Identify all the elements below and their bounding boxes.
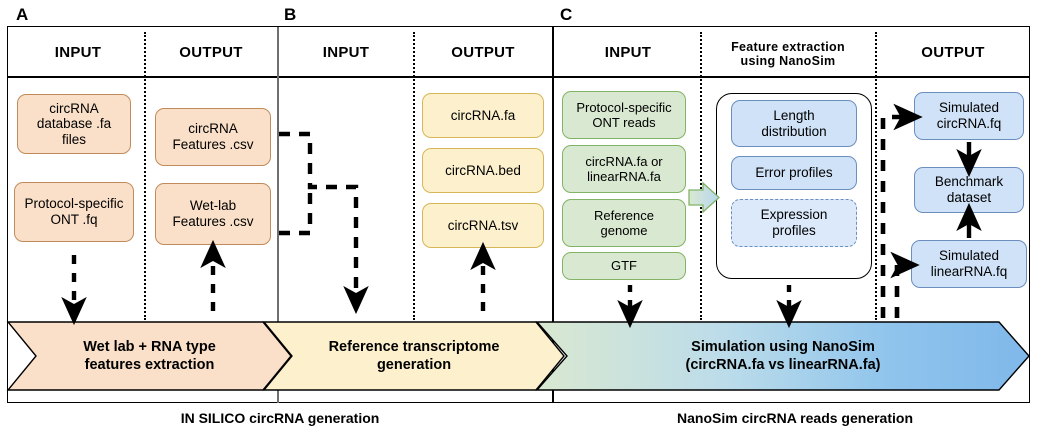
panel-letter-c: C bbox=[560, 5, 573, 24]
node-reference-genome[interactable]: Reference genome bbox=[562, 199, 686, 247]
caption-in-silico: IN SILICO circRNA generation bbox=[180, 410, 380, 426]
node-circrna-tsv[interactable]: circRNA.tsv bbox=[422, 203, 544, 248]
node-protocol-ont-fq[interactable]: Protocol-specific ONT .fq bbox=[14, 182, 134, 242]
banner-reference-transcriptome: Reference transcriptome generation bbox=[264, 322, 564, 390]
node-expression-profiles[interactable]: Expression profiles bbox=[731, 199, 857, 247]
node-simulated-circrna-fq[interactable]: Simulated circRNA.fq bbox=[914, 92, 1024, 140]
header-c-output: OUTPUT bbox=[921, 44, 985, 61]
header-a-output: OUTPUT bbox=[179, 44, 243, 61]
header-c-input: INPUT bbox=[604, 44, 652, 61]
node-circrna-database[interactable]: circRNA database .fa files bbox=[17, 94, 131, 154]
node-error-profiles[interactable]: Error profiles bbox=[731, 156, 857, 190]
panel-letter-b: B bbox=[284, 5, 297, 24]
node-circrna-bed[interactable]: circRNA.bed bbox=[422, 148, 544, 193]
node-protocol-ont-reads[interactable]: Protocol-specific ONT reads bbox=[562, 91, 686, 139]
panel-separator-bc bbox=[552, 27, 554, 403]
header-a-input: INPUT bbox=[54, 44, 102, 61]
node-simulated-linearrna-fq[interactable]: Simulated linearRNA.fq bbox=[911, 240, 1027, 288]
node-wetlab-features-csv[interactable]: Wet-lab Features .csv bbox=[155, 183, 271, 245]
node-circrna-or-linearrna-fa[interactable]: circRNA.fa or linearRNA.fa bbox=[562, 145, 686, 193]
panel-letter-a: A bbox=[16, 5, 29, 24]
banner-simulation-nanosim: Simulation using NanoSim (circRNA.fa vs … bbox=[537, 322, 1029, 390]
column-separator-b bbox=[413, 32, 415, 320]
column-separator-a bbox=[144, 32, 146, 320]
node-benchmark-dataset[interactable]: Benchmark dataset bbox=[914, 167, 1024, 213]
node-circrna-features-csv[interactable]: circRNA Features .csv bbox=[155, 108, 271, 166]
header-b-output: OUTPUT bbox=[451, 44, 515, 61]
header-divider bbox=[7, 76, 1030, 78]
panel-separator-ab bbox=[277, 27, 279, 403]
column-separator-c2 bbox=[875, 32, 877, 320]
header-c-feature-extraction: Feature extraction using NanoSim bbox=[731, 40, 845, 69]
caption-nanosim: NanoSim circRNA reads generation bbox=[677, 410, 913, 426]
header-b-input: INPUT bbox=[322, 44, 370, 61]
banner-wetlab-extraction: Wet lab + RNA type features extraction bbox=[8, 322, 291, 390]
column-separator-c1 bbox=[700, 32, 702, 320]
node-circrna-fa[interactable]: circRNA.fa bbox=[422, 93, 544, 138]
node-gtf[interactable]: GTF bbox=[562, 252, 686, 280]
node-length-distribution[interactable]: Length distribution bbox=[731, 100, 857, 147]
